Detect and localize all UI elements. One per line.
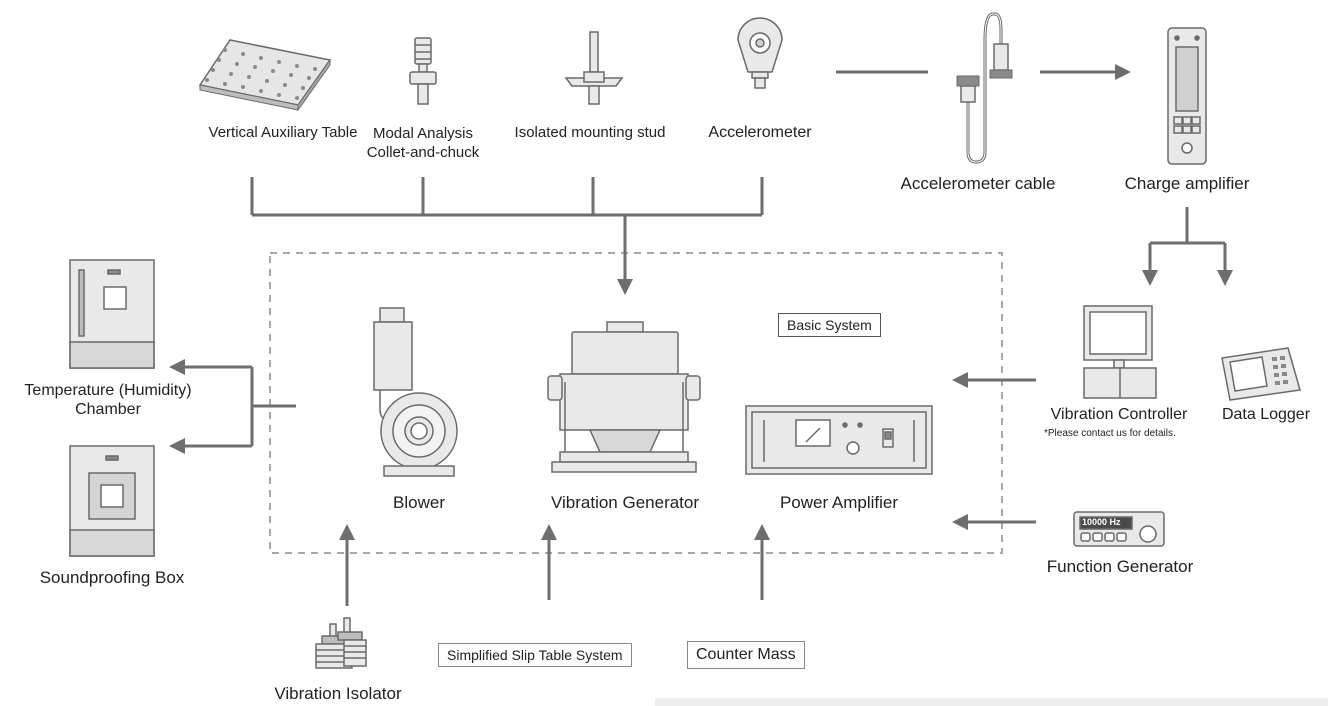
temperature-chamber-icon bbox=[69, 259, 155, 369]
label-vibration-isolator: Vibration Isolator bbox=[274, 684, 402, 703]
label-accelerometer: Accelerometer bbox=[708, 124, 812, 141]
label-power-amplifier: Power Amplifier bbox=[779, 493, 899, 512]
label-function-generator: Function Generator bbox=[1046, 557, 1194, 576]
mounting-stud-icon bbox=[564, 31, 624, 105]
label-basic-system: Basic System bbox=[778, 313, 881, 337]
label-soundproofing-box: Soundproofing Box bbox=[39, 568, 185, 587]
accessory-connector bbox=[250, 177, 764, 295]
label-isolated-stud: Isolated mounting stud bbox=[514, 124, 666, 141]
label-vibration-controller: Vibration Controller bbox=[1050, 406, 1188, 423]
label-contact-note: *Please contact us for details. bbox=[1044, 428, 1176, 439]
label-vibration-generator: Vibration Generator bbox=[550, 493, 700, 512]
bottom-inputs bbox=[339, 524, 770, 606]
accelerometer-icon bbox=[737, 17, 783, 89]
label-temperature-chamber: Temperature (Humidity) Chamber bbox=[24, 382, 192, 418]
amplifier-split bbox=[1142, 207, 1233, 286]
footer-band bbox=[655, 698, 1328, 706]
label-data-logger: Data Logger bbox=[1221, 406, 1311, 423]
basic-system-boundary bbox=[269, 252, 1003, 554]
label-blower: Blower bbox=[393, 493, 445, 512]
power-amplifier-icon bbox=[745, 405, 933, 475]
charge-amplifier-icon bbox=[1167, 27, 1207, 165]
label-accelerometer-cable: Accelerometer cable bbox=[900, 174, 1056, 193]
label-charge-amplifier: Charge amplifier bbox=[1124, 174, 1250, 193]
left-outputs bbox=[169, 359, 296, 454]
vertical-aux-table-icon bbox=[198, 39, 332, 112]
collet-chuck-icon bbox=[409, 37, 437, 105]
right-inputs bbox=[952, 372, 1036, 530]
vibration-controller-icon bbox=[1083, 305, 1157, 399]
soundproofing-box-icon bbox=[69, 445, 155, 557]
label-slip-table: Simplified Slip Table System bbox=[438, 643, 632, 667]
label-counter-mass: Counter Mass bbox=[687, 641, 805, 669]
blower-icon bbox=[373, 307, 458, 477]
vibration-isolator-icon bbox=[315, 617, 367, 669]
data-logger-icon bbox=[1221, 347, 1301, 401]
function-generator-icon bbox=[1073, 511, 1165, 547]
accelerometer-cable-icon bbox=[956, 12, 1013, 164]
label-modal-analysis: Modal Analysis Collet-and-chuck bbox=[366, 125, 480, 161]
vibration-generator-icon bbox=[547, 321, 701, 473]
label-vertical-aux-table: Vertical Auxiliary Table bbox=[208, 124, 358, 141]
function-generator-display: 10000 Hz bbox=[1082, 517, 1121, 527]
